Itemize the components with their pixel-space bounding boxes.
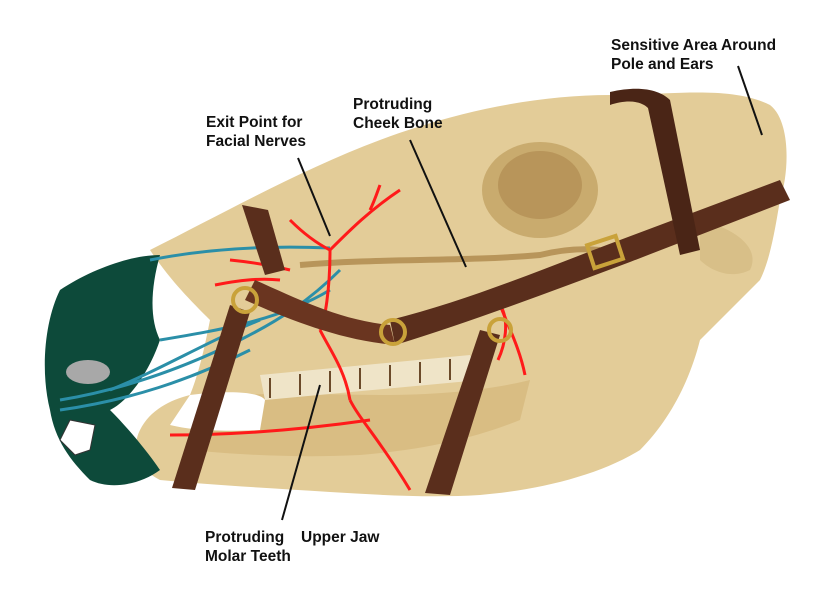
label-pole-ears: Sensitive Area Around Pole and Ears xyxy=(611,36,776,74)
label-line: Pole and Ears xyxy=(611,56,714,73)
nose-cartilage xyxy=(44,255,160,486)
label-upper-jaw: Upper Jaw xyxy=(301,528,379,547)
bridle xyxy=(172,88,790,495)
brass-buckle xyxy=(584,233,626,271)
brass-ring xyxy=(487,317,513,343)
label-line: Protruding xyxy=(205,529,285,546)
label-molar-teeth: Protruding Molar Teeth xyxy=(205,528,291,566)
label-line: Upper Jaw xyxy=(301,529,380,546)
label-line: Cheek Bone xyxy=(353,115,443,132)
brass-ring xyxy=(379,318,407,346)
label-line: Sensitive Area Around xyxy=(611,37,777,54)
label-line: Facial Nerves xyxy=(206,133,306,150)
label-facial-nerves: Exit Point for Facial Nerves xyxy=(206,113,306,151)
molar-teeth xyxy=(260,355,480,400)
brass-ring xyxy=(231,286,259,314)
label-cheek-bone: Protruding Cheek Bone xyxy=(353,95,443,133)
label-line: Molar Teeth xyxy=(205,548,291,565)
label-line: Protruding xyxy=(353,96,433,113)
label-line: Exit Point for xyxy=(206,114,303,131)
leader-lines xyxy=(281,65,763,521)
